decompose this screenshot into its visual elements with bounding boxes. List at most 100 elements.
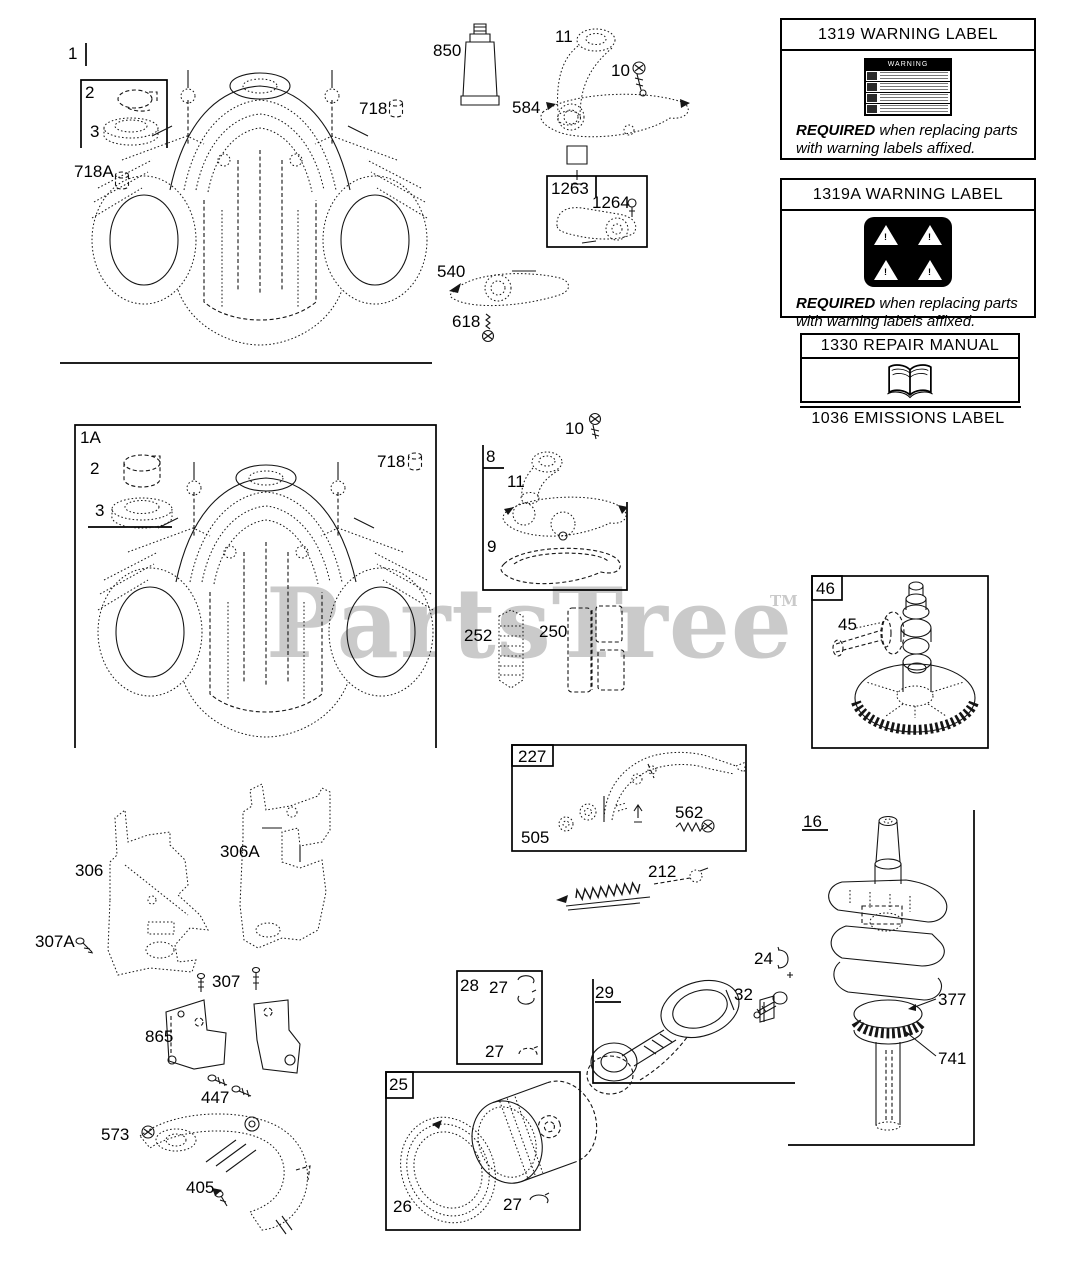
part-callout-9: 9 bbox=[487, 537, 497, 556]
cylinder-shield-306a-drawing bbox=[239, 783, 331, 949]
engine-cylinder-assembly-1a-drawing bbox=[97, 452, 434, 738]
camshaft-drawing bbox=[851, 581, 979, 735]
part-callout-306: 306 bbox=[75, 861, 104, 880]
baffle-plate-584-drawing bbox=[540, 93, 690, 185]
part-callout-562: 562 bbox=[675, 803, 704, 822]
warning-label-1319a-note: REQUIRED when replacing parts with warni… bbox=[796, 295, 1018, 330]
retainer-clips-27-drawing bbox=[517, 975, 540, 1058]
part-callout-45: 45 bbox=[838, 615, 857, 634]
part-callout-27: 27 bbox=[485, 1042, 504, 1061]
piston-box-25-frame bbox=[385, 1071, 581, 1231]
breather-plate-drawing bbox=[502, 496, 628, 541]
part-callout-307A: 307A bbox=[35, 932, 75, 951]
part-callout-8: 8 bbox=[486, 447, 496, 466]
section-1-frame bbox=[60, 43, 432, 364]
warning-label-1319a-title: 1319A WARNING LABEL bbox=[782, 180, 1034, 211]
part-callout-447: 447 bbox=[201, 1088, 230, 1107]
repair-manual-1330-box: 1330 REPAIR MANUAL bbox=[800, 333, 1020, 403]
connecting-rod-drawing bbox=[586, 979, 775, 1095]
repair-manual-book-icon bbox=[802, 359, 1018, 406]
warning-label-1319-title: 1319 WARNING LABEL bbox=[782, 20, 1034, 51]
part-callout-26: 26 bbox=[393, 1197, 412, 1216]
part-callout-741: 741 bbox=[938, 1049, 967, 1068]
screw-307a-drawing bbox=[75, 937, 94, 954]
part-callout-27: 27 bbox=[503, 1195, 522, 1214]
mini-warning-header: WARNING bbox=[866, 60, 950, 70]
engine-cylinder-assembly-1-drawing bbox=[91, 69, 428, 346]
part-callout-1A: 1A bbox=[80, 428, 101, 447]
part-callout-850: 850 bbox=[433, 41, 462, 60]
part-callout-29: 29 bbox=[595, 983, 614, 1002]
part-callout-2: 2 bbox=[85, 83, 95, 102]
gasket-540-drawing bbox=[449, 270, 569, 307]
ring-set-26-drawing bbox=[400, 1116, 496, 1224]
part-callout-306A: 306A bbox=[220, 842, 260, 861]
part-callout-25: 25 bbox=[389, 1075, 408, 1094]
governor-lever-drawing bbox=[558, 751, 747, 832]
warning-label-1319-note: REQUIRED when replacing parts with warni… bbox=[796, 122, 1018, 157]
retainer-box-28-frame bbox=[456, 970, 543, 1065]
part-callout-27: 27 bbox=[489, 978, 508, 997]
rod-box-29-frame bbox=[592, 979, 795, 1084]
warning-label-1319-box: 1319 WARNING LABEL WARNING REQUIRED when… bbox=[780, 18, 1036, 160]
screw-618-drawing bbox=[481, 313, 495, 343]
piston-drawing bbox=[471, 1080, 598, 1204]
part-callout-11: 11 bbox=[507, 472, 525, 491]
part-callout-32: 32 bbox=[734, 985, 753, 1004]
crankshaft-drawing bbox=[828, 815, 948, 1131]
part-callout-618: 618 bbox=[452, 312, 481, 331]
part-callout-1264: 1264 bbox=[592, 193, 630, 212]
part-callout-11: 11 bbox=[555, 27, 573, 46]
warning-label-1319a-image: ! ! ! ! bbox=[864, 217, 952, 287]
part-callout-718: 718 bbox=[377, 452, 406, 471]
part-callout-540: 540 bbox=[437, 262, 466, 281]
part-callout-252: 252 bbox=[464, 626, 493, 645]
warning-triangle-icon: ! bbox=[918, 224, 942, 245]
oil-fill-tube-11-drawing bbox=[557, 28, 616, 126]
part-callout-718: 718 bbox=[359, 99, 388, 118]
blower-housing-shield-drawing bbox=[139, 1113, 311, 1235]
part-callout-865: 865 bbox=[145, 1027, 174, 1046]
part-callout-584: 584 bbox=[512, 98, 541, 117]
part-callout-1: 1 bbox=[68, 44, 78, 63]
breather-box-8-frame bbox=[482, 445, 628, 591]
part-callout-307: 307 bbox=[212, 972, 241, 991]
part-callout-377: 377 bbox=[938, 990, 967, 1009]
breather-tube-11-drawing bbox=[520, 451, 563, 504]
part-callout-1263: 1263 bbox=[551, 179, 589, 198]
warning-triangle-icon: ! bbox=[918, 259, 942, 280]
part-callout-227: 227 bbox=[518, 747, 547, 766]
valve-kit-250-drawing bbox=[567, 605, 625, 693]
part-callout-250: 250 bbox=[539, 622, 568, 641]
part-callout-212: 212 bbox=[648, 862, 677, 881]
part-callout-718A: 718A bbox=[74, 162, 114, 181]
dipper-clip-24-drawing bbox=[777, 946, 789, 969]
part-callout-10: 10 bbox=[565, 419, 584, 438]
partstree-watermark: PartsTree bbox=[266, 567, 793, 680]
part-callout-3: 3 bbox=[90, 122, 100, 141]
screw-10-top-drawing bbox=[632, 61, 647, 97]
governor-screw-562-drawing bbox=[675, 819, 715, 833]
sealant-tube-850-drawing bbox=[460, 23, 500, 106]
part-callout-405: 405 bbox=[186, 1178, 215, 1197]
section-1a-frame bbox=[74, 424, 437, 748]
cylinder-shield-306-drawing bbox=[107, 809, 209, 976]
part-callout-46: 46 bbox=[816, 579, 835, 598]
warning-triangle-icon: ! bbox=[874, 259, 898, 280]
screw-10-mid-drawing bbox=[588, 412, 602, 440]
emissions-label-text: 1036 EMISSIONS LABEL bbox=[811, 410, 1005, 427]
governor-spring-212-drawing bbox=[556, 867, 709, 911]
part-callout-505: 505 bbox=[521, 828, 550, 847]
part-callout-3: 3 bbox=[95, 501, 105, 520]
emissions-divider-line bbox=[800, 406, 1021, 408]
rod-bolt-32-drawing bbox=[753, 972, 793, 1019]
part-callout-28: 28 bbox=[460, 976, 479, 995]
part-callout-10: 10 bbox=[611, 61, 630, 80]
part-callout-573: 573 bbox=[101, 1125, 130, 1144]
part-callout-24: 24 bbox=[754, 949, 773, 968]
governor-box-227-frame bbox=[511, 744, 747, 852]
screws-307-drawing bbox=[196, 966, 261, 992]
warning-triangle-icon: ! bbox=[874, 224, 898, 245]
bracket-1263-box-drawing bbox=[546, 175, 648, 248]
